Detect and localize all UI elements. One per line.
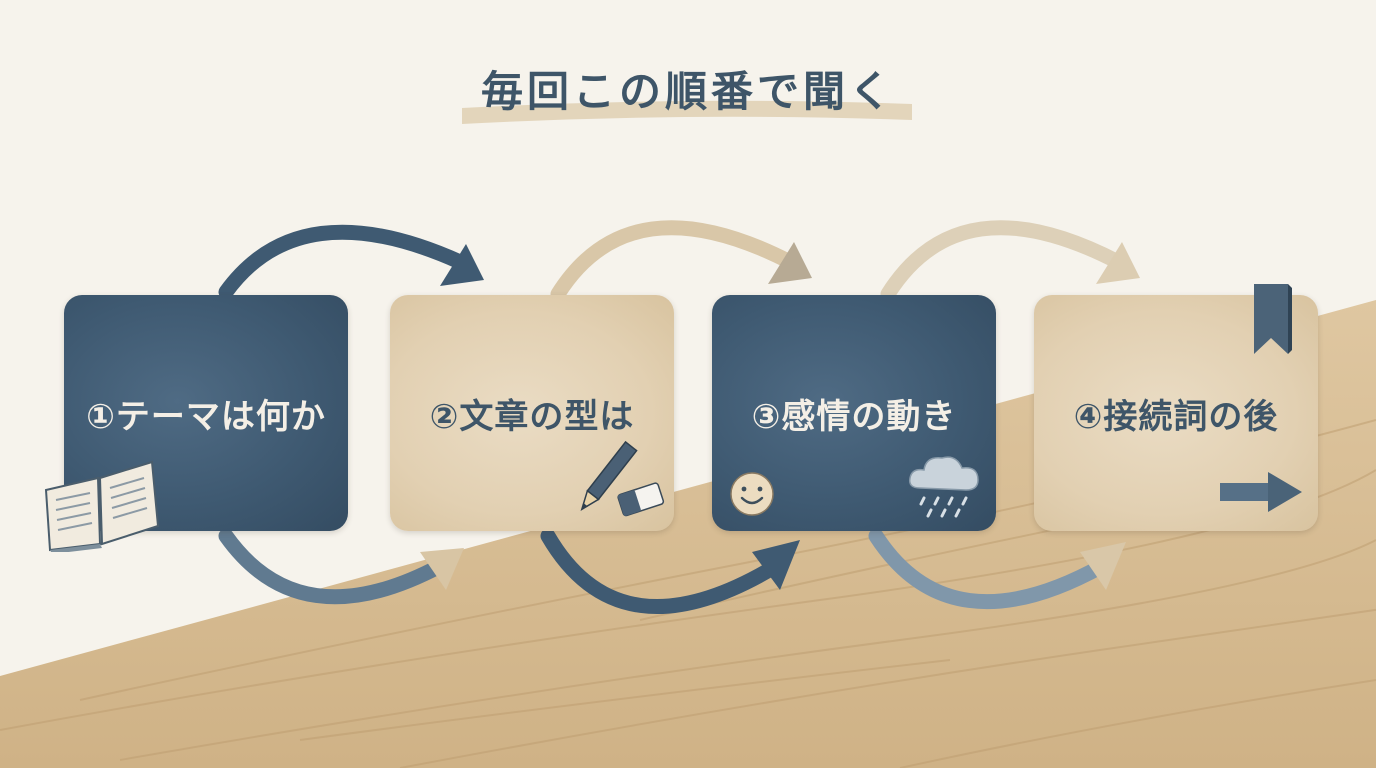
wooden-table: [0, 300, 1376, 768]
diagram-title: 毎回この順番で聞く: [480, 67, 895, 116]
pencil-eraser-icon: [580, 440, 665, 517]
rain-cloud-icon: [908, 456, 979, 518]
arrow-top-2: [550, 220, 812, 302]
arrow-top-1: [218, 224, 484, 300]
step-card-theme: ①テーマは何か: [64, 295, 348, 531]
arrow-bottom-3: [868, 528, 1126, 610]
step-label: ①テーマは何か: [86, 396, 326, 437]
arrow-top-3: [880, 220, 1140, 302]
step-label: ④接続詞の後: [1073, 396, 1279, 437]
book-icon: [44, 460, 160, 552]
step-label: ②文章の型は: [429, 396, 635, 437]
title-underline: [462, 100, 912, 124]
bookmark-icon: [1254, 284, 1292, 354]
step-label: ③感情の動き: [751, 396, 957, 437]
smiley-icon: [730, 472, 774, 516]
right-arrow-icon: [1220, 472, 1302, 512]
arrow-bottom-1: [218, 528, 464, 605]
arrow-bottom-2: [540, 528, 800, 614]
